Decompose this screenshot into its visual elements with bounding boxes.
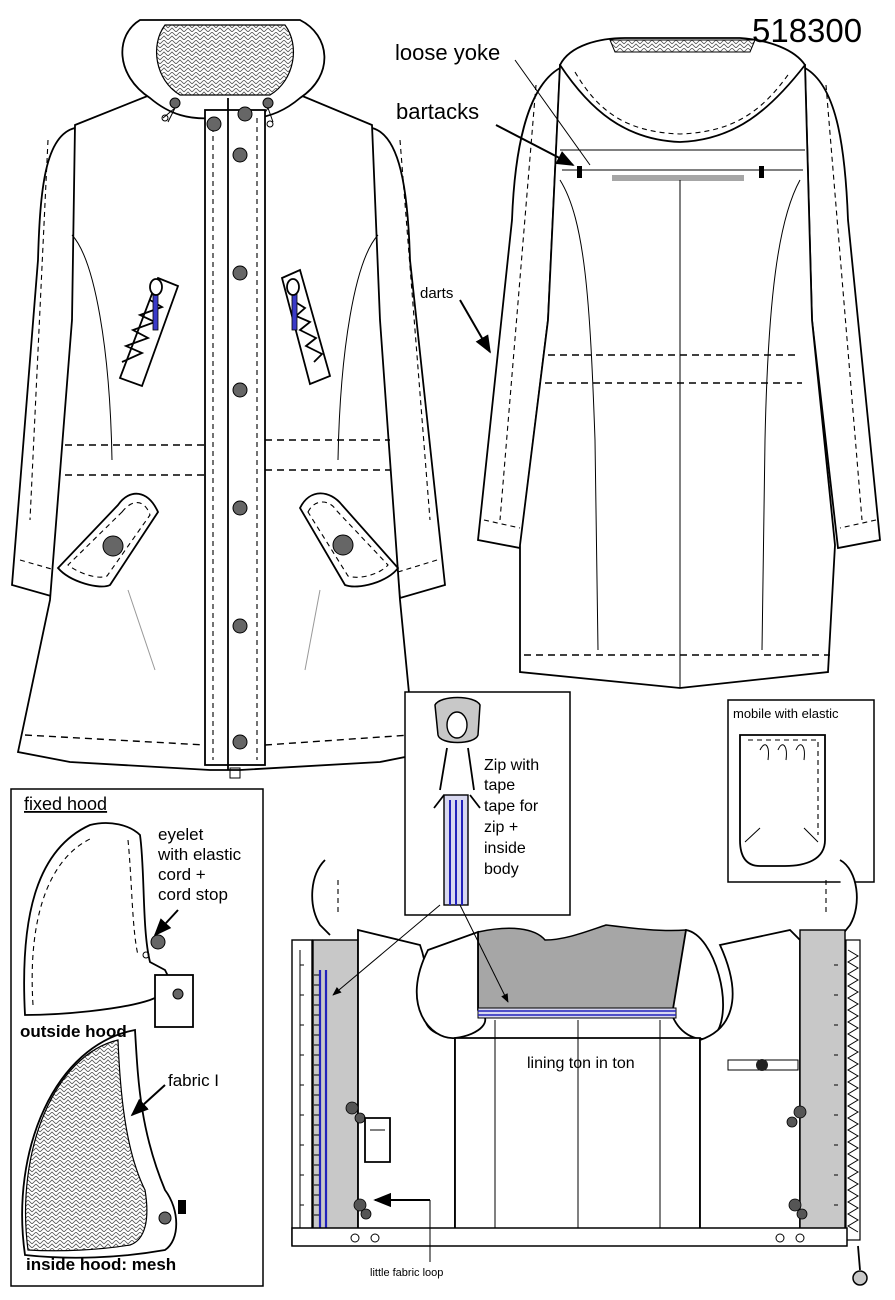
zip-detail-box xyxy=(404,691,571,916)
label-fabric: fabric I xyxy=(168,1071,219,1090)
label-eyelet-4: cord stop xyxy=(158,885,228,904)
label-inside-hood: inside hood: mesh xyxy=(26,1255,176,1274)
label-loose-yoke: loose yoke xyxy=(395,40,500,65)
label-mobile: mobile with elastic xyxy=(733,706,839,721)
label-fixed-hood: fixed hood xyxy=(24,794,107,814)
front-left-chest-zip xyxy=(118,276,180,388)
inside-view xyxy=(291,859,868,1286)
label-loop: little fabric loop xyxy=(370,1267,443,1279)
front-right-chest-zip xyxy=(280,268,332,386)
front-buttons xyxy=(206,106,253,750)
label-bartacks: bartacks xyxy=(396,99,479,124)
label-eyelet-2: with elastic xyxy=(157,845,242,864)
label-zip-5: inside xyxy=(484,840,526,857)
front-placket xyxy=(204,109,266,766)
label-zip-1: Zip with xyxy=(484,757,539,774)
label-zip-3: tape for xyxy=(484,798,539,815)
leader-lines xyxy=(130,59,591,1262)
label-darts: darts xyxy=(420,285,453,302)
label-lining: lining ton in ton xyxy=(527,1055,635,1072)
back-view xyxy=(477,37,881,689)
mobile-pocket-box xyxy=(727,699,875,883)
label-eyelet-3: cord + xyxy=(158,865,206,884)
front-view xyxy=(11,19,446,779)
style-number: 518300 xyxy=(752,12,862,49)
label-zip-4: zip + xyxy=(484,819,518,836)
label-zip-2: tape xyxy=(484,777,515,794)
label-zip-6: body xyxy=(484,861,519,878)
fixed-hood-box xyxy=(10,788,264,1287)
label-outside-hood: outside hood xyxy=(20,1022,127,1041)
label-eyelet-1: eyelet xyxy=(158,825,204,844)
